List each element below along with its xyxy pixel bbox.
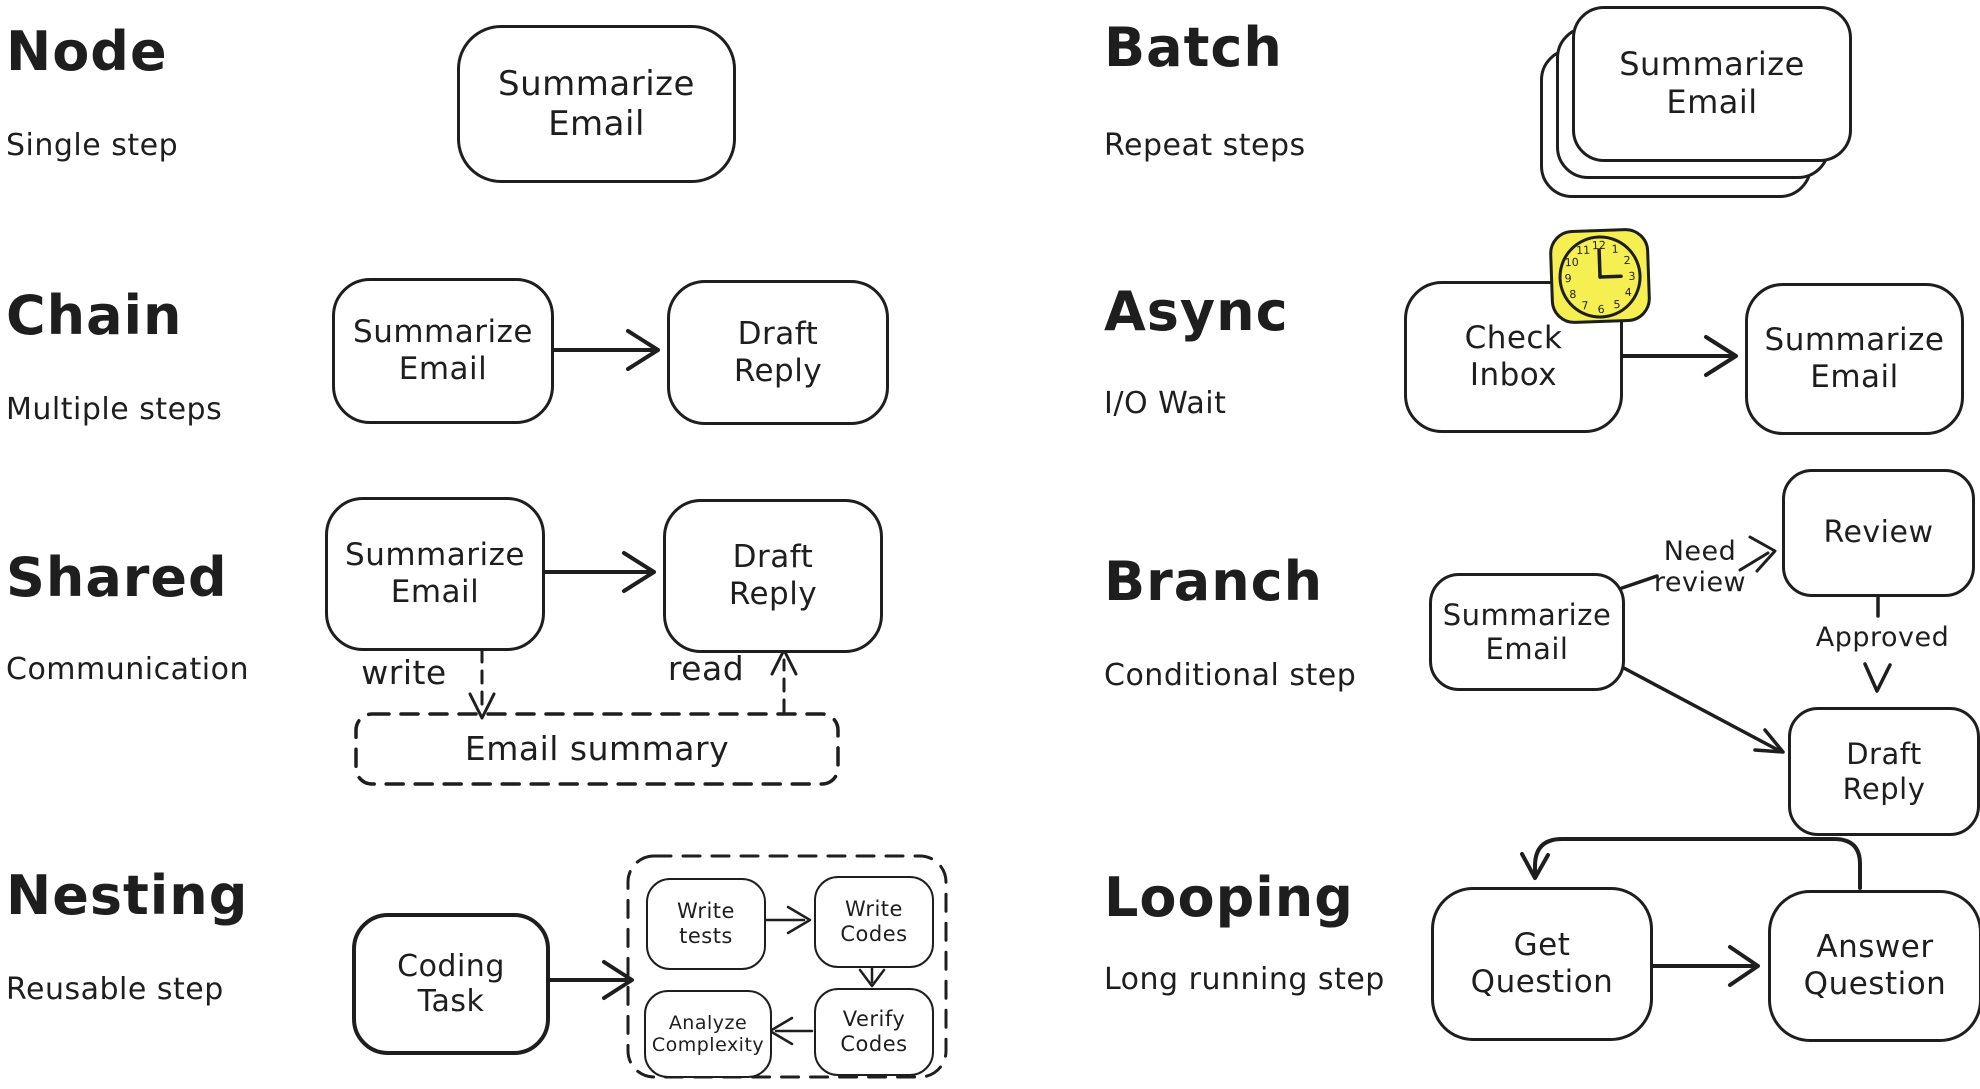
branch-approved-label: Approved — [1815, 622, 1950, 653]
svg-text:8: 8 — [1569, 288, 1576, 301]
shared-read-label: read — [667, 649, 745, 688]
verify-codes-to-analyze-arrow — [768, 1016, 814, 1046]
branch-review-box: Review — [1782, 469, 1975, 597]
branch-direct-arrow — [1618, 664, 1785, 754]
async-title: Async — [1104, 280, 1289, 343]
node-title: Node — [6, 20, 168, 83]
write-tests-to-write-codes-arrow — [762, 905, 812, 935]
svg-text:4: 4 — [1625, 286, 1632, 299]
svg-text:1: 1 — [1611, 243, 1618, 256]
svg-text:10: 10 — [1565, 256, 1579, 269]
svg-text:5: 5 — [1613, 298, 1620, 311]
svg-text:11: 11 — [1576, 244, 1590, 257]
branch-title: Branch — [1104, 550, 1324, 613]
shared-title: Shared — [6, 546, 228, 609]
batch-subtitle: Repeat steps — [1104, 128, 1306, 163]
chain-title: Chain — [6, 284, 183, 347]
shared-write-label: write — [361, 653, 447, 692]
branch-subtitle: Conditional step — [1104, 658, 1357, 693]
svg-text:7: 7 — [1581, 299, 1588, 312]
nesting-subtitle: Reusable step — [6, 972, 224, 1007]
shared-write-arrow — [468, 648, 496, 720]
node-subtitle: Single step — [6, 128, 179, 163]
shared-store-label: Email summary — [464, 729, 730, 769]
looping-arrow — [1648, 945, 1760, 987]
async-subtitle: I/O Wait — [1104, 386, 1227, 421]
shared-arrow — [539, 551, 656, 593]
svg-text:3: 3 — [1628, 270, 1635, 283]
svg-text:2: 2 — [1623, 254, 1630, 267]
looping-loopback-arrow — [1520, 837, 1862, 890]
write-codes-to-verify-codes-arrow — [858, 964, 886, 988]
chain-subtitle: Multiple steps — [6, 392, 223, 427]
svg-text:12: 12 — [1592, 239, 1606, 252]
clock-icon: 12 1 2 3 4 5 6 7 8 9 10 11 — [1549, 228, 1651, 324]
shared-read-arrow — [770, 648, 798, 714]
looping-subtitle: Long running step — [1104, 962, 1385, 997]
batch-title: Batch — [1104, 16, 1283, 79]
branch-review-label: Review — [1823, 515, 1934, 551]
svg-text:6: 6 — [1597, 303, 1604, 316]
looping-title: Looping — [1104, 866, 1354, 929]
svg-text:9: 9 — [1564, 272, 1571, 285]
chain-arrow — [548, 329, 660, 371]
nesting-arrow — [544, 960, 634, 1000]
shared-subtitle: Communication — [6, 652, 249, 687]
async-arrow — [1617, 335, 1738, 377]
nesting-title: Nesting — [6, 864, 249, 927]
